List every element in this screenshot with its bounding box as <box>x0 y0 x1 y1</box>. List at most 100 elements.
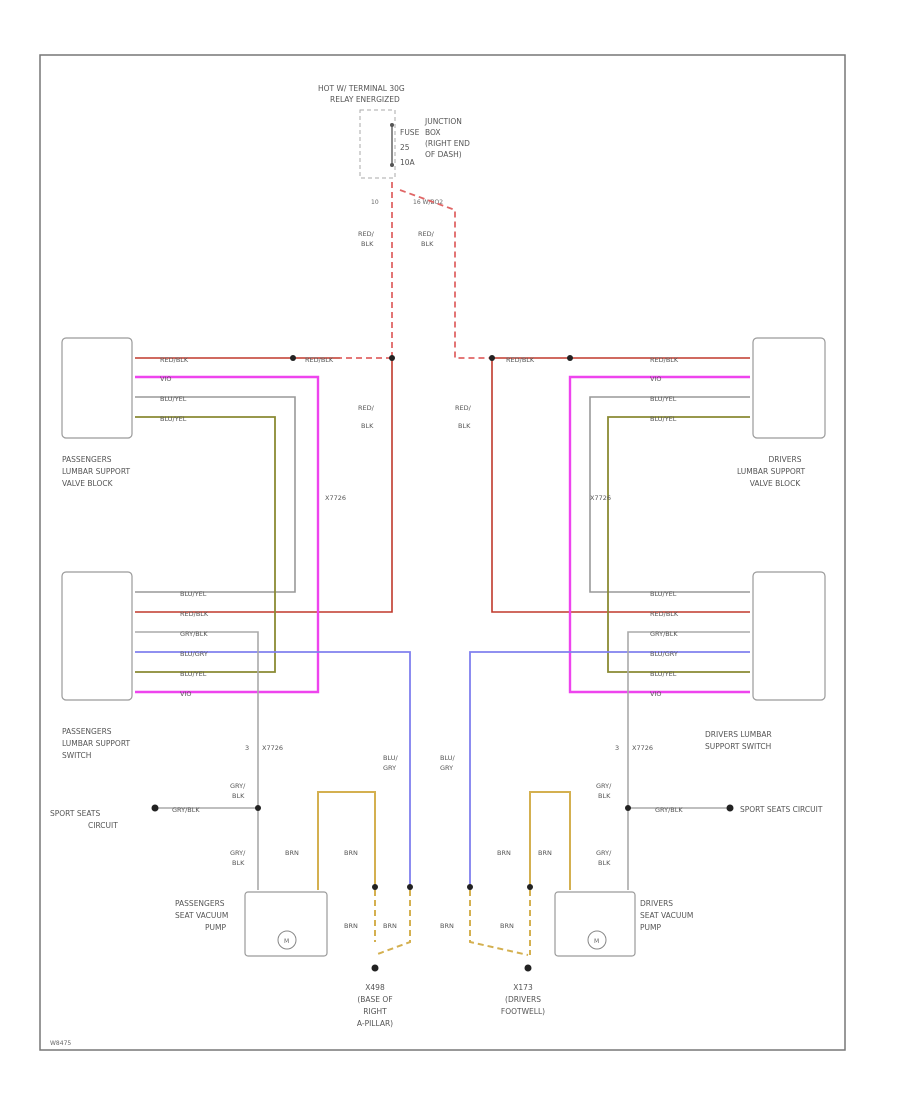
wire-label-left-blk-1: BLK <box>232 792 245 800</box>
passengers-pump-label-2: SEAT VACUUM <box>175 911 228 920</box>
diagram-code: W8475 <box>50 1040 71 1047</box>
passengers-valve-block <box>61 337 133 439</box>
wire-label-left-redblk-2: RED/BLK <box>305 356 334 364</box>
wire-label-red-right: RED/ <box>418 230 435 238</box>
wire-label-left-brn-3: BRN <box>344 922 358 930</box>
drivers-valve-label-1: DRIVERS <box>768 455 801 464</box>
passengers-lumbar-switch <box>61 571 133 701</box>
left-bluyel-grey <box>135 396 296 593</box>
junction-pin-right: 16 W/BO2 <box>413 199 443 206</box>
junction-label-line-1: JUNCTION <box>424 117 462 126</box>
wire-label-right-gry-2: GRY/ <box>596 849 612 857</box>
junction-label-line-2: BOX <box>425 128 441 137</box>
wire-label-left-sw-bluyel-1: BLU/YEL <box>180 590 207 598</box>
left-bluyel-olive <box>135 416 276 673</box>
splice-dot <box>407 884 413 890</box>
passengers-switch-label-2: LUMBAR SUPPORT <box>62 739 131 748</box>
wire-label-right-gry: GRY <box>440 764 453 772</box>
wire-label-right-blk-mid: BLK <box>458 422 471 430</box>
ground-right-label-2: (DRIVERS <box>505 995 541 1004</box>
splice-dot <box>372 884 378 890</box>
wire-label-left-gry: GRY <box>383 764 396 772</box>
wire-label-blk-left: BLK <box>361 240 374 248</box>
ground-point-left <box>371 964 379 972</box>
passengers-valve-label-1: PASSENGERS <box>62 455 112 464</box>
wire-label-left-gry-1: GRY/ <box>230 782 246 790</box>
wire-label-right-gry-1: GRY/ <box>596 782 612 790</box>
wire-label-right-brn-2: BRN <box>538 849 552 857</box>
wire-label-left-vio: VIO <box>160 375 171 383</box>
wire-label-right-sw-bluyel-2: BLU/YEL <box>650 670 677 678</box>
ground-left-label-4: A-PILLAR) <box>357 1019 393 1028</box>
wire-label-left-sw-blugry: BLU/GRY <box>180 650 208 658</box>
wire-label-left-bluyel-1: BLU/YEL <box>160 395 187 403</box>
splice-dot <box>625 805 631 811</box>
wire-label-left-red-mid: RED/ <box>358 404 375 412</box>
drivers-pump-label-2: SEAT VACUUM <box>640 911 693 920</box>
ground-right-label-3: FOOTWELL) <box>501 1007 545 1016</box>
red-blk-dashed-feeds <box>340 182 492 359</box>
wire-label-left-redblk-1: RED/BLK <box>160 356 189 364</box>
left-vio-loop <box>135 375 320 694</box>
wire-label-right-sw-blugry: BLU/GRY <box>650 650 678 658</box>
connector-right-mid: X7726 <box>590 494 611 502</box>
wire-label-right-brn-4: BRN <box>500 922 514 930</box>
wire-label-right-brn-3: BRN <box>440 922 454 930</box>
right-bluyel-olive <box>607 416 750 673</box>
junction-label-line-4: OF DASH) <box>425 150 462 159</box>
wire-label-left-sw-vio: VIO <box>180 690 191 698</box>
right-vio-loop <box>568 375 750 694</box>
right-wires <box>469 357 750 890</box>
ground-left-label-3: RIGHT <box>363 1007 387 1016</box>
passengers-switch-label-3: SWITCH <box>62 751 91 760</box>
drivers-vacuum-pump <box>554 891 636 957</box>
wire-label-left-brn-1: BRN <box>285 849 299 857</box>
passengers-vacuum-pump <box>244 891 328 957</box>
wire-label-right-blk-2: BLK <box>598 859 611 867</box>
fuse-label: FUSE <box>400 128 420 137</box>
wire-label-right-bluyel-1: BLU/YEL <box>650 395 677 403</box>
wire-label-left-brn-4: BRN <box>383 922 397 930</box>
splice-dot <box>489 355 495 361</box>
right-red-feed <box>399 189 492 359</box>
right-brn-loop <box>529 791 571 890</box>
motor-label-left: M <box>284 938 289 945</box>
wire-label-right-vio: VIO <box>650 375 661 383</box>
wire-label-left-gry-2: GRY/ <box>230 849 246 857</box>
left-brn-loop <box>317 791 376 890</box>
drivers-valve-label-3: VALVE BLOCK <box>750 479 802 488</box>
junction-label-line-3: (RIGHT END <box>425 139 470 148</box>
wire-label-left-sw-bluyel-2: BLU/YEL <box>180 670 207 678</box>
wire-label-right-brn-1: BRN <box>497 849 511 857</box>
ground-left-label-1: X498 <box>365 983 385 992</box>
motor-label-right: M <box>594 938 599 945</box>
circuit-left-label: CIRCUIT <box>88 821 118 830</box>
wire-label-left-sw-redblk: RED/BLK <box>180 610 209 618</box>
left-grytblk <box>135 631 259 890</box>
connector-left-mid: X7726 <box>325 494 346 502</box>
passengers-pump-label-3: PUMP <box>205 923 226 932</box>
wire-label-left-bluyel-2: BLU/YEL <box>160 415 187 423</box>
drivers-valve-label-2: LUMBAR SUPPORT <box>737 467 806 476</box>
fuse-number: 25 <box>400 143 410 152</box>
source-label-line-2: RELAY ENERGIZED <box>330 95 400 104</box>
wire-label-left-sw-gryblk: GRY/BLK <box>180 630 208 638</box>
wire-label-right-blk-1: BLK <box>598 792 611 800</box>
ground-left-label-2: (BASE OF <box>357 995 392 1004</box>
splice-dot <box>527 884 533 890</box>
diagram-border <box>39 54 846 1051</box>
wire-label-right-sw-redblk: RED/BLK <box>650 610 679 618</box>
wire-label-blk-right: BLK <box>421 240 434 248</box>
right-brn-ground <box>469 890 529 956</box>
sport-seats-left-label: SPORT SEATS <box>50 809 100 818</box>
splice-dot <box>389 355 395 361</box>
wire-label-right-sport-gryblk: GRY/BLK <box>655 806 683 814</box>
sport-seats-right-label: SPORT SEATS CIRCUIT <box>740 805 823 814</box>
drivers-switch-label-2: SUPPORT SWITCH <box>705 742 771 751</box>
wire-label-left-brn-2: BRN <box>344 849 358 857</box>
connector-right-low-pin: 3 <box>615 744 619 752</box>
fuse-rating: 10A <box>400 158 416 167</box>
connector-left-low-pin: 3 <box>245 744 249 752</box>
splice-dots <box>151 355 734 972</box>
